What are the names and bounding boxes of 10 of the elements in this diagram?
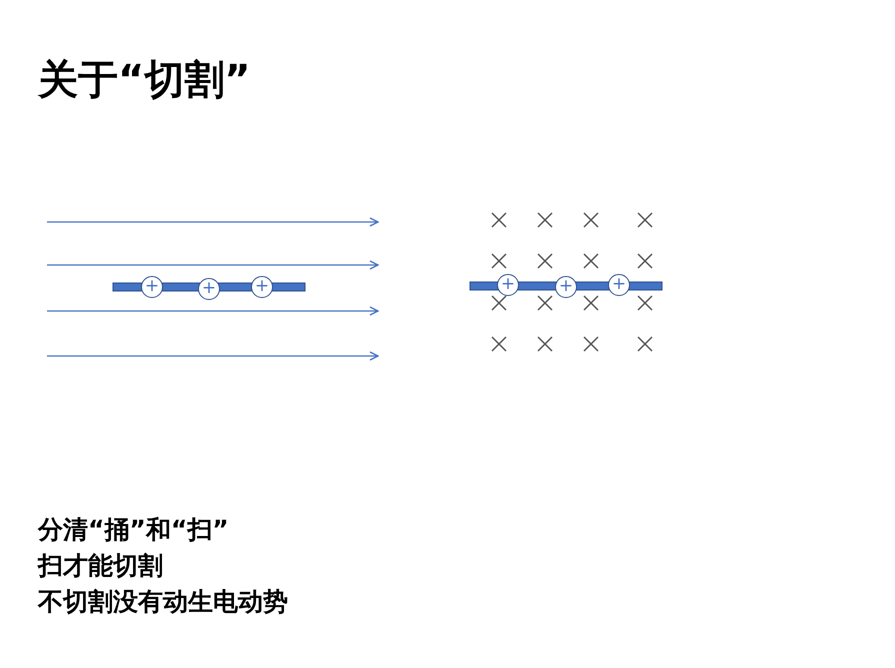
note-text: 不切割没有动生电动势 (38, 587, 288, 617)
slide-title: 关于“切割” (38, 56, 251, 105)
charge-circle: + (555, 276, 577, 298)
charge-circle: + (251, 276, 273, 298)
charge-circle: + (141, 276, 163, 298)
note-text: 扫才能切割 (38, 551, 163, 581)
note-text: 分清“捅”和“扫” (38, 515, 229, 545)
charge-circle: + (608, 274, 630, 296)
charge-circle: + (497, 274, 519, 296)
charge-circle: + (198, 278, 220, 300)
